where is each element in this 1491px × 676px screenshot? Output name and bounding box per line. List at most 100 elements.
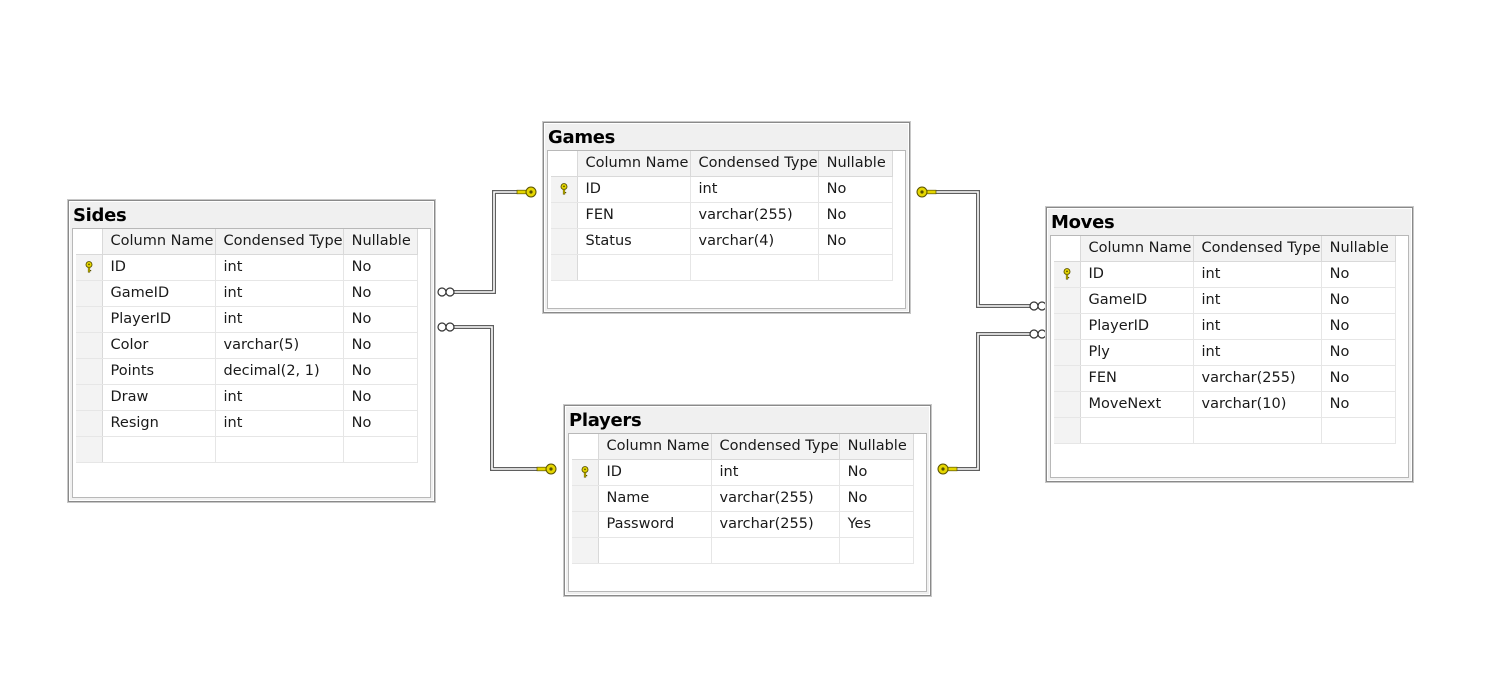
cell-nullable[interactable]: No [839, 459, 914, 486]
cell-name[interactable]: Draw [102, 384, 216, 411]
column-header[interactable]: Column Name [598, 434, 712, 460]
cell-type[interactable]: varchar(255) [1193, 365, 1322, 392]
cell-name[interactable] [577, 254, 691, 281]
cell-nullable[interactable]: No [1321, 313, 1396, 340]
cell-name[interactable]: ID [577, 176, 691, 203]
cell-name[interactable] [598, 537, 712, 564]
cell-nullable[interactable] [1321, 417, 1396, 444]
column-header[interactable]: Condensed Type [711, 434, 840, 460]
relationship-players-moves[interactable] [945, 332, 1030, 471]
cell-name[interactable]: Color [102, 332, 216, 359]
cell-type[interactable]: int [1193, 339, 1322, 366]
cell-type[interactable]: int [1193, 287, 1322, 314]
cell-nullable[interactable]: No [343, 306, 418, 333]
row-selector[interactable] [551, 254, 578, 281]
cell-type[interactable]: int [215, 280, 344, 307]
cell-type[interactable] [711, 537, 840, 564]
cell-type[interactable]: decimal(2, 1) [215, 358, 344, 385]
cell-nullable[interactable]: No [818, 176, 893, 203]
cell-nullable[interactable]: No [343, 358, 418, 385]
row-selector[interactable] [1054, 365, 1081, 392]
cell-type[interactable]: varchar(4) [690, 228, 819, 255]
relationship-players-sides[interactable] [454, 325, 549, 471]
row-selector[interactable] [551, 202, 578, 229]
row-selector[interactable] [572, 537, 599, 564]
row-selector[interactable] [1054, 261, 1081, 288]
row-selector[interactable] [76, 306, 103, 333]
cell-type[interactable]: int [215, 384, 344, 411]
cell-type[interactable]: varchar(255) [711, 485, 840, 512]
column-header[interactable]: Nullable [839, 434, 914, 460]
cell-type[interactable]: int [215, 306, 344, 333]
cell-name[interactable]: ID [598, 459, 712, 486]
row-selector[interactable] [76, 410, 103, 437]
cell-name[interactable]: PlayerID [102, 306, 216, 333]
cell-name[interactable]: GameID [102, 280, 216, 307]
cell-name[interactable]: Status [577, 228, 691, 255]
empty-row[interactable] [572, 537, 914, 564]
cell-name[interactable]: Name [598, 485, 712, 512]
cell-type[interactable]: int [215, 410, 344, 437]
relationship-games-sides[interactable] [454, 190, 529, 294]
row-selector[interactable] [1054, 339, 1081, 366]
row-selector[interactable] [76, 254, 103, 281]
row-selector[interactable] [572, 511, 599, 538]
cell-name[interactable]: MoveNext [1080, 391, 1194, 418]
empty-row[interactable] [1054, 417, 1396, 444]
cell-type[interactable]: varchar(255) [711, 511, 840, 538]
cell-name[interactable]: Resign [102, 410, 216, 437]
row-selector[interactable] [572, 459, 599, 486]
row-selector[interactable] [76, 436, 103, 463]
cell-nullable[interactable] [839, 537, 914, 564]
cell-nullable[interactable]: No [343, 280, 418, 307]
row-selector[interactable] [76, 332, 103, 359]
row-selector[interactable] [551, 176, 578, 203]
cell-type[interactable]: int [711, 459, 840, 486]
column-header[interactable]: Column Name [577, 151, 691, 177]
cell-nullable[interactable]: No [1321, 261, 1396, 288]
cell-name[interactable]: ID [1080, 261, 1194, 288]
relationship-games-moves[interactable] [924, 190, 1030, 308]
cell-nullable[interactable]: No [1321, 365, 1396, 392]
cell-name[interactable] [1080, 417, 1194, 444]
row-selector[interactable] [1054, 313, 1081, 340]
cell-nullable[interactable]: Yes [839, 511, 914, 538]
column-header[interactable]: Condensed Type [1193, 236, 1322, 262]
cell-name[interactable]: GameID [1080, 287, 1194, 314]
cell-type[interactable] [1193, 417, 1322, 444]
column-header[interactable]: Nullable [343, 229, 418, 255]
row-selector[interactable] [76, 358, 103, 385]
cell-name[interactable]: FEN [1080, 365, 1194, 392]
column-header[interactable]: Column Name [102, 229, 216, 255]
row-selector[interactable] [551, 228, 578, 255]
cell-nullable[interactable]: No [343, 332, 418, 359]
cell-name[interactable]: PlayerID [1080, 313, 1194, 340]
cell-name[interactable]: ID [102, 254, 216, 281]
cell-nullable[interactable]: No [343, 254, 418, 281]
cell-nullable[interactable] [818, 254, 893, 281]
cell-name[interactable]: Points [102, 358, 216, 385]
row-selector[interactable] [1054, 391, 1081, 418]
cell-type[interactable]: int [690, 176, 819, 203]
cell-nullable[interactable]: No [818, 228, 893, 255]
